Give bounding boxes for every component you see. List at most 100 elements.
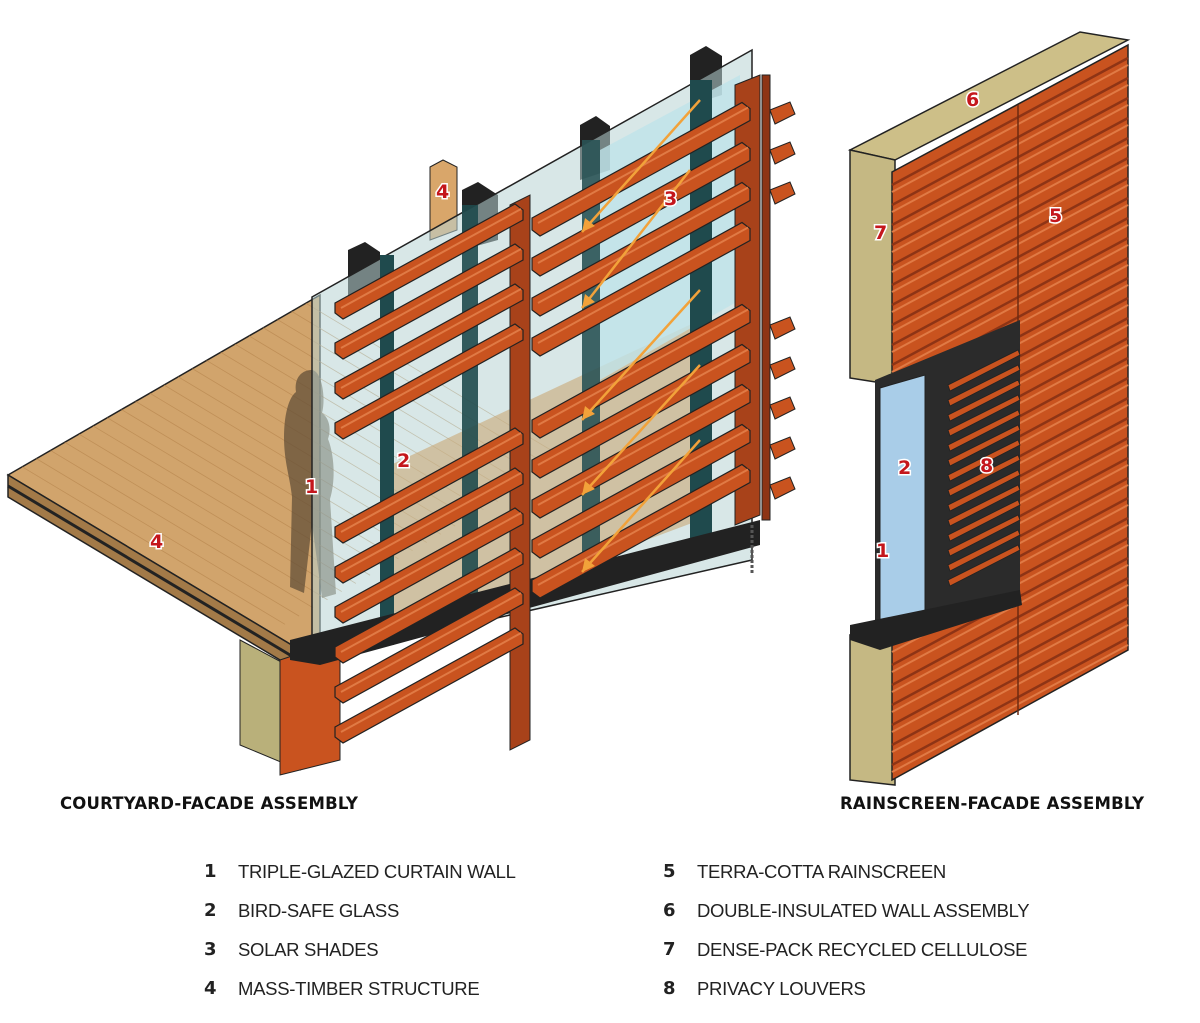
- legend-label: TERRA-COTTA RAINSCREEN: [697, 860, 946, 882]
- louver-end: [769, 396, 796, 420]
- rainscreen-tile-joint: [891, 576, 1129, 707]
- sun-arrow-line: [581, 99, 701, 233]
- solar-shade-louver-highlight: [340, 208, 522, 309]
- louver-end: [769, 316, 796, 340]
- louver-rail-post: [761, 74, 771, 521]
- rainscreen-tile-joint: [891, 616, 1129, 747]
- rainscreen-tile-highlight: [891, 184, 1129, 313]
- rainscreen-tile-highlight: [891, 124, 1129, 253]
- deck-edge-line: [7, 484, 301, 663]
- legend-number: 7: [663, 939, 676, 960]
- rainscreen-tile-highlight: [891, 604, 1129, 733]
- solar-shade-louver-highlight: [537, 468, 749, 586]
- legend-number: 5: [663, 861, 676, 882]
- legend-number: 4: [204, 978, 217, 999]
- privacy-louvers: [947, 349, 1021, 587]
- deck-plank-line: [64, 441, 328, 601]
- solar-shade-louver-highlight: [537, 186, 749, 304]
- solar-shade-louver-highlight: [340, 472, 522, 573]
- courtyard-facade-caption: COURTYARD-FACADE ASSEMBLY: [60, 794, 359, 813]
- rainscreen-facade-assembly: 6 5 7 2 8 1: [847, 31, 1131, 786]
- legend-item: 5 TERRA-COTTA RAINSCREEN: [663, 852, 1029, 891]
- callout-8: 8: [980, 455, 993, 477]
- rainscreen-tile-joint: [891, 556, 1129, 687]
- legend-number: 2: [204, 900, 217, 921]
- rainscreen-tile-highlight: [891, 164, 1129, 293]
- rainscreen-tile-joint: [891, 136, 1129, 267]
- rainscreen-facade-caption: RAINSCREEN-FACADE ASSEMBLY: [840, 794, 1145, 813]
- louver-end: [769, 141, 796, 165]
- legend-number: 1: [204, 861, 217, 882]
- callout-4-post: 4: [436, 181, 449, 203]
- callout-1-rainscreen: 1: [876, 540, 889, 562]
- louver-end: [769, 476, 796, 500]
- legend-label: PRIVACY LOUVERS: [697, 977, 866, 999]
- insulation-side-lower: [849, 634, 896, 786]
- privacy-louver-blade: [947, 349, 1021, 392]
- rainscreen-tile-joint: [891, 596, 1129, 727]
- sun-arrow-head: [582, 294, 595, 308]
- sun-arrow-head: [582, 481, 595, 495]
- privacy-louver-blade: [947, 544, 1021, 587]
- privacy-louver-blade: [947, 364, 1021, 407]
- timber-deck-top: [6, 293, 321, 651]
- solar-shade-louver-highlight: [537, 226, 749, 344]
- sun-arrow-line: [581, 289, 701, 421]
- solar-shade-louver-highlight: [340, 552, 522, 653]
- insulation-side-upper: [849, 149, 896, 386]
- rainscreen-tile-highlight: [891, 224, 1129, 353]
- louver-end: [769, 356, 796, 380]
- legend-number: 8: [663, 978, 676, 999]
- rainscreen-tile-joint: [891, 236, 1129, 367]
- legend-number: 3: [204, 939, 217, 960]
- rainscreen-tile-joint: [891, 56, 1129, 187]
- rainscreen-tile-joint: [891, 636, 1129, 767]
- rainscreen-tile-highlight: [891, 144, 1129, 273]
- deck-plank-line: [50, 450, 314, 609]
- callout-4-deck: 4: [150, 531, 163, 553]
- solar-shade-louver-highlight: [340, 432, 522, 533]
- sun-arrow-line: [581, 364, 701, 496]
- solar-shade-louver-highlight: [340, 512, 522, 613]
- privacy-louver-blade: [947, 454, 1021, 497]
- privacy-louver-blade: [947, 439, 1021, 482]
- privacy-louver-blade: [947, 409, 1021, 452]
- facade-illustration: 1 2 3 4 4 6 5 7 2 8 1: [6, 31, 1131, 786]
- rainscreen-tile-highlight: [891, 564, 1129, 693]
- solar-shade-louver-highlight: [537, 428, 749, 546]
- privacy-louver-blade: [947, 394, 1021, 437]
- sun-arrow-head: [582, 218, 595, 232]
- sun-arrow-line: [581, 439, 701, 573]
- privacy-louver-blade: [947, 499, 1021, 542]
- rainscreen-tile-joint: [891, 156, 1129, 287]
- legend-label: SOLAR SHADES: [238, 938, 379, 960]
- callout-5: 5: [1049, 205, 1062, 227]
- rainscreen-tile-joint: [891, 216, 1129, 347]
- louver-end: [769, 181, 796, 205]
- callout-2: 2: [397, 450, 410, 472]
- solar-shade-louver-highlight: [537, 308, 749, 426]
- solar-shade-louver-highlight: [340, 632, 522, 733]
- rainscreen-tile-highlight: [891, 624, 1129, 753]
- legend-item: 2 BIRD-SAFE GLASS: [204, 891, 516, 930]
- rainscreen-tile-highlight: [891, 64, 1129, 193]
- rainscreen-tile-highlight: [891, 204, 1129, 333]
- callout-3: 3: [664, 188, 677, 210]
- callout-1: 1: [305, 476, 318, 498]
- rainscreen-tile-joint: [891, 196, 1129, 327]
- window-glass: [879, 374, 926, 633]
- privacy-louver-blade: [947, 529, 1021, 572]
- courtyard-facade-assembly: 1 2 3 4 4: [6, 46, 796, 776]
- solar-shade-louver-highlight: [340, 328, 522, 429]
- louver-end: [769, 436, 796, 460]
- legend-item: 3 SOLAR SHADES: [204, 930, 516, 969]
- solar-shade-louver-highlight: [340, 248, 522, 349]
- legend-label: BIRD-SAFE GLASS: [238, 899, 400, 921]
- deck-plank-line: [21, 466, 286, 625]
- legend-label: DENSE-PACK RECYCLED CELLULOSE: [697, 938, 1028, 960]
- solar-shade-louver-highlight: [537, 146, 749, 264]
- solar-shade-louver-highlight: [340, 288, 522, 389]
- legend-label: DOUBLE-INSULATED WALL ASSEMBLY: [697, 899, 1030, 921]
